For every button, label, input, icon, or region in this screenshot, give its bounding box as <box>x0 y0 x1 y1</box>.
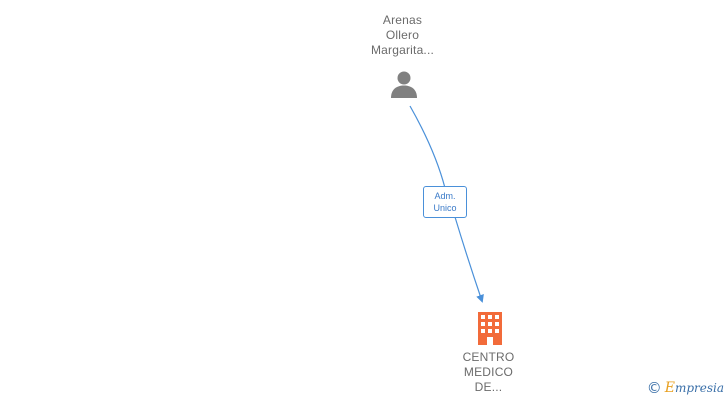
person-node-label[interactable]: Arenas Ollero Margarita... <box>355 13 450 58</box>
person-name-line: Margarita... <box>370 43 435 57</box>
company-name-line: MEDICO <box>463 365 514 379</box>
person-icon[interactable] <box>389 69 419 99</box>
person-name-line: Ollero <box>385 28 420 42</box>
relationship-label-line: Adm. <box>434 191 456 201</box>
company-node-label[interactable]: CENTRO MEDICO DE... <box>441 350 536 395</box>
brand-rest: mpresia <box>674 381 724 395</box>
building-icon[interactable] <box>475 311 505 345</box>
person-name-line: Arenas <box>382 13 423 27</box>
relationship-edge <box>409 105 446 189</box>
brand-initial: E <box>664 380 675 396</box>
relationship-label[interactable]: Adm. Unico <box>423 186 467 218</box>
copyright-icon: © <box>646 379 662 397</box>
company-name-line: CENTRO <box>462 350 515 364</box>
relationship-edge-arrow <box>454 216 484 303</box>
relationship-label-line: Unico <box>433 203 457 213</box>
empresia-watermark: © Empresia <box>647 378 724 398</box>
brand-name: Empresia <box>665 380 724 396</box>
company-name-line: DE... <box>474 380 503 394</box>
